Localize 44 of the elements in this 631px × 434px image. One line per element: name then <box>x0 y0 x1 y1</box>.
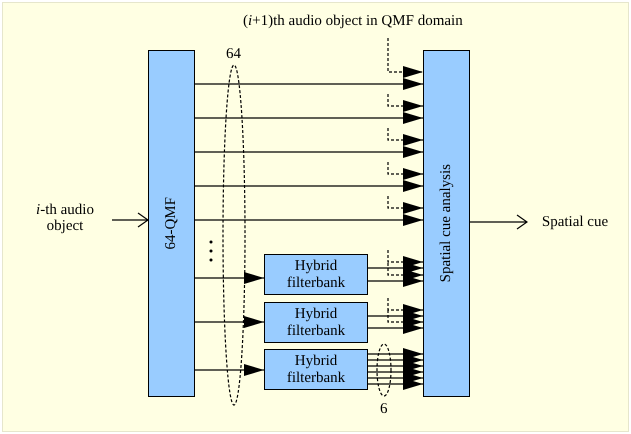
dashed-arrow <box>387 250 423 268</box>
process-box <box>264 349 368 390</box>
arrow <box>195 78 423 90</box>
arrow <box>195 146 423 158</box>
node-label: Hybrid filterbank <box>286 306 346 339</box>
node-label: Spatial cue analysis <box>438 164 455 283</box>
arrow <box>368 360 423 372</box>
dashed-arrow <box>387 128 423 146</box>
node-label: 64-QMF <box>163 197 180 250</box>
annotation-text: 6 <box>380 402 388 417</box>
arrow <box>368 348 423 360</box>
arrow <box>195 316 264 328</box>
arrow <box>368 275 423 287</box>
dashed-arrow <box>387 298 423 316</box>
node-label: Spatial cue <box>542 214 608 230</box>
arrow <box>195 272 264 284</box>
process-box <box>423 50 470 397</box>
process-box <box>264 254 368 295</box>
arrow <box>368 378 423 390</box>
process-box <box>264 302 368 343</box>
arrow <box>195 364 264 376</box>
arrow <box>195 214 423 226</box>
dashed-arrow <box>387 196 423 214</box>
dashed-arrow <box>387 263 423 281</box>
arrow <box>368 372 423 384</box>
arrow <box>368 366 423 378</box>
node-label: i-th audio object <box>35 202 95 234</box>
annotation-text: 64 <box>226 47 241 62</box>
dashed-arrow <box>387 38 423 78</box>
arrow <box>112 212 149 228</box>
node-label: Hybrid filterbank <box>286 353 346 386</box>
process-box <box>148 50 195 397</box>
arrow <box>195 180 423 192</box>
arrow <box>368 310 423 322</box>
arrow <box>368 354 423 366</box>
node-label: Hybrid filterbank <box>286 258 346 291</box>
arrow <box>470 214 528 230</box>
dashed-arrow <box>387 310 423 328</box>
dashed-arrow <box>387 94 423 112</box>
arrow <box>368 262 423 274</box>
annotation-text: (i+1)th audio object in QMF domain <box>243 14 463 29</box>
arrow <box>195 112 423 124</box>
dashed-arrow <box>387 162 423 180</box>
arrow <box>368 322 423 334</box>
